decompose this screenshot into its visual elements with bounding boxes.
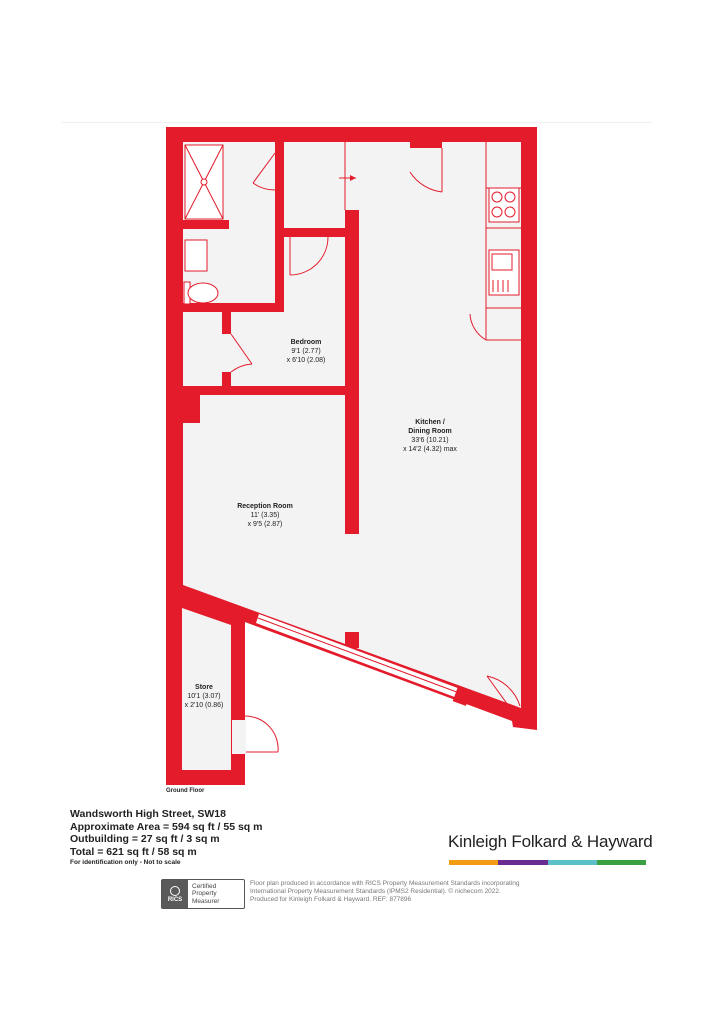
store-label: Store 10'1 (3.07) x 2'10 (0.86)	[172, 683, 236, 710]
rics-logo-icon: RICS	[162, 880, 188, 908]
disclaimer-line2: International Property Measurement Stand…	[250, 888, 501, 895]
reception-name: Reception Room	[237, 503, 293, 510]
outbuilding-area: Outbuilding = 27 sq ft / 3 sq m	[70, 833, 220, 845]
brand-bar-segment	[596, 860, 646, 865]
rics-logo-text: RICS	[167, 896, 183, 903]
sink	[488, 249, 520, 296]
store-floor	[182, 608, 231, 770]
property-info: Wandsworth High Street, SW18 Approximate…	[70, 808, 262, 868]
floor-name: Ground Floor	[166, 788, 205, 794]
reception-dim1: 11' (3.35)	[250, 512, 280, 519]
window	[256, 614, 472, 706]
approx-area: Approximate Area = 594 sq ft / 55 sq m	[70, 820, 263, 833]
bedroom-dim1: 9'1 (2.77)	[291, 348, 321, 355]
scale-note: For identification only - Not to scale	[70, 859, 181, 866]
brand-bar-segment	[498, 860, 548, 865]
address: Wandsworth High Street, SW18	[70, 808, 226, 820]
store-dim2: x 2'10 (0.86)	[184, 702, 224, 709]
store-dim1: 10'1 (3.07)	[187, 693, 221, 700]
disclaimer-line1: Floor plan produced in accordance with R…	[250, 880, 520, 887]
rics-text: Certified Property Measurer	[188, 880, 244, 908]
rics-line2: Property	[192, 890, 217, 898]
doors	[230, 142, 521, 753]
brand-bar-segment	[547, 860, 597, 865]
reception-dim2: x 9'5 (2.87)	[247, 521, 283, 528]
bedroom-name: Bedroom	[290, 339, 322, 346]
fixtures	[183, 142, 521, 341]
rics-badge: RICS Certified Property Measurer	[161, 879, 245, 909]
interior-walls	[183, 142, 442, 648]
disclaimer-line3: Produced for Kinleigh Folkard & Hayward.…	[250, 896, 412, 903]
reception-label: Reception Room 11' (3.35) x 9'5 (2.87)	[222, 502, 308, 529]
basin	[184, 239, 208, 272]
kitchen-name1: Kitchen /	[415, 419, 445, 426]
disclaimer: Floor plan produced in accordance with R…	[250, 880, 560, 904]
rics-line3: Measurer	[192, 897, 220, 905]
brand-color-bar	[449, 860, 646, 865]
kitchen-name2: Dining Room	[408, 428, 452, 435]
toilet	[187, 282, 219, 304]
kitchen-dim2: x 14'2 (4.32) max	[403, 446, 457, 453]
top-divider	[62, 122, 652, 123]
brand-name: Kinleigh Folkard & Hayward	[448, 832, 653, 851]
brand-bar-segment	[449, 860, 499, 865]
total-area: Total = 621 sq ft / 58 sq m	[70, 845, 197, 858]
kitchen-label: Kitchen / Dining Room 33'6 (10.21) x 14'…	[385, 418, 475, 454]
bedroom-label: Bedroom 9'1 (2.77) x 6'10 (2.08)	[268, 338, 344, 365]
rics-line1: Certified	[192, 882, 217, 890]
bedroom-dim2: x 6'10 (2.08)	[286, 357, 326, 364]
kitchen-dim1: 33'6 (10.21)	[411, 437, 449, 444]
store-name: Store	[195, 684, 213, 691]
